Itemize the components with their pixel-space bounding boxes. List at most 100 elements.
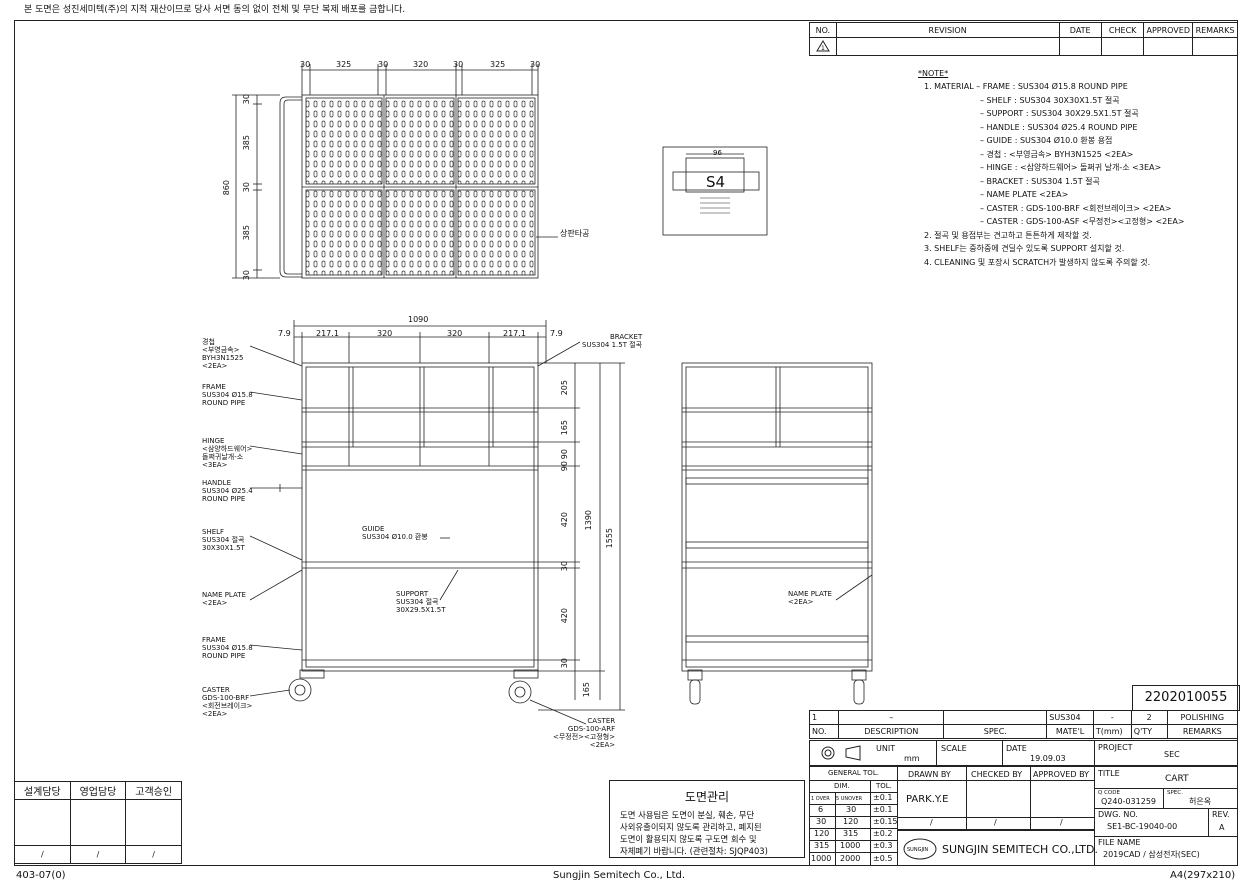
nameplate-label: S4: [706, 173, 726, 191]
spec-value: 허은옥: [1189, 797, 1212, 806]
notes-title: *NOTE*: [918, 69, 949, 78]
note-line: 2. 절곡 및 용접부는 견고하고 튼튼하게 제작할 것.: [924, 230, 1092, 240]
dwg-value: SE1-BC-19040-00: [1107, 822, 1178, 831]
front-dim-right: 30: [560, 561, 569, 572]
note-line: – SHELF : SUS304 30X30X1.5T 절곡: [980, 95, 1120, 105]
revision-table: NO. REVISION DATE CHECK APPROVED REMARKS…: [809, 22, 1238, 56]
note-line: 3. SHELF는 중하중에 견딜수 있도록 SUPPORT 설치할 것.: [924, 244, 1125, 253]
company-logo-icon: SUNGJIN: [903, 838, 937, 860]
top-dim: 325: [490, 60, 506, 69]
front-dim-right: 165: [560, 420, 569, 436]
part-cell: –: [838, 710, 945, 725]
copyright-notice: 본 도면은 성진세미텍(주)의 지적 재산이므로 당사 서면 동의 없이 전체 …: [24, 5, 406, 15]
tol-value: 1000: [840, 841, 861, 850]
front-dim-right: 90: [560, 449, 569, 460]
part-header: MATE'L: [1046, 724, 1094, 739]
note-line: – CASTER : GDS-100-BRF <회전브레이크> <2EA>: [980, 203, 1172, 213]
callout-side-nameplate: NAME PLATE<2EA>: [788, 590, 832, 606]
nameplate-box: [662, 146, 768, 236]
approval-table: 설계담당 영업담당 고객승인 / / /: [14, 781, 182, 864]
tol-value: 30: [816, 817, 827, 826]
front-dim-right: 30: [560, 658, 569, 669]
front-dim-right: 205: [560, 380, 569, 396]
scale-label: SCALE: [941, 744, 967, 753]
front-dim-total: 1555: [605, 528, 614, 549]
tol-value: ±0.3: [873, 841, 893, 850]
tolerance-table: GENERAL TOL. DIM. TOL. 1 OVER 5 UNOVER ±…: [809, 766, 898, 866]
part-header: NO.: [808, 724, 840, 739]
tol-value: ±0.1: [873, 805, 893, 814]
note-line: – CASTER : GDS-100-ASF <무정전><고정형> <2EA>: [980, 217, 1185, 226]
note-line: – SUPPORT : SUS304 30X29.5X1.5T 절곡: [980, 109, 1139, 118]
company-block: SUNGJIN SUNGJIN SEMITECH CO.,LTD.: [897, 830, 1098, 866]
company-name: SUNGJIN SEMITECH CO.,LTD.: [942, 843, 1098, 856]
tol-value: ±0.1: [873, 793, 893, 802]
svg-text:SUNGJIN: SUNGJIN: [907, 847, 928, 853]
drawing-number: 2202010055: [1132, 685, 1240, 711]
tol-header: DIM.: [834, 782, 850, 790]
parts-table: 1 – SUS304 - 2 POLISHING NO. DESCRIPTION…: [808, 710, 1239, 739]
approval-design: 설계담당: [14, 781, 71, 800]
qcode-value: Q240-031259: [1101, 797, 1156, 806]
title-info-block: TITLE CART Q CODE Q240-031259 SPEC. 허은옥 …: [1094, 766, 1238, 866]
top-dim-left: 30: [242, 94, 251, 105]
unit-value: mm: [904, 754, 920, 763]
part-cell: 2: [1130, 710, 1168, 725]
tol-value: 2000: [840, 854, 861, 863]
footer-company: Sungjin Semitech Co., Ltd.: [553, 870, 686, 881]
project-label: PROJECT: [1098, 743, 1133, 752]
nameplate-dim: 96: [713, 149, 722, 157]
part-cell: 1: [808, 710, 840, 725]
top-dim: 320: [413, 60, 429, 69]
callout-nameplate: NAME PLATE<2EA>: [202, 591, 246, 607]
part-cell: -: [1092, 710, 1132, 725]
top-view-label: 상판타공: [560, 229, 590, 238]
spec-label: SPEC.: [1167, 790, 1183, 796]
projection-symbol-icon: [821, 745, 861, 761]
dwg-label: DWG. NO.: [1098, 810, 1138, 819]
date-label: DATE: [1006, 744, 1027, 753]
notes-block: *NOTE* 1. MATERIAL – FRAME : SUS304 Ø15.…: [918, 70, 1185, 267]
tol-sub: 5 UNOVER: [836, 796, 863, 802]
approval-slash: /: [125, 845, 182, 864]
tol-value: 315: [843, 829, 859, 838]
part-header: Q'TY: [1130, 724, 1168, 739]
tol-value: 315: [814, 841, 830, 850]
tol-value: 1000: [811, 854, 832, 863]
note-line: 4. CLEANING 및 포장시 SCRATCH가 발생하지 않도록 주의할 …: [924, 257, 1151, 267]
front-overall-dim: 1090: [408, 315, 429, 324]
part-cell: [943, 710, 1048, 725]
tol-value: ±0.2: [873, 829, 893, 838]
rev-label: REV.: [1212, 810, 1230, 819]
drawn-by-value: PARK.Y.E: [906, 794, 949, 805]
note-line: 1. MATERIAL – FRAME : SUS304 Ø15.8 ROUND…: [924, 82, 1128, 91]
front-dim: 7.9: [550, 329, 563, 338]
front-dim: 320: [377, 329, 393, 338]
approval-slash: /: [69, 845, 127, 864]
part-header: DESCRIPTION: [838, 724, 945, 739]
svg-text:1: 1: [821, 45, 825, 52]
front-dim: 217.1: [503, 329, 526, 338]
note-line: – NAME PLATE <2EA>: [980, 190, 1069, 199]
revision-triangle-icon: 1: [809, 37, 837, 56]
drawn-by-label: DRAWN BY: [908, 770, 951, 779]
part-cell: SUS304: [1046, 710, 1094, 725]
callout-hinge-bracket: 경첩<부영금속>BYH3N1525<2EA>: [202, 338, 244, 370]
note-line: – HINGE : <삼양하드웨어> 돌쩌귀 날개-소 <3EA>: [980, 163, 1162, 172]
tol-sub: 1 OVER: [811, 796, 830, 802]
top-dim: 30: [300, 60, 311, 69]
approval-sales: 영업담당: [69, 781, 127, 800]
front-dim-right: 165: [582, 682, 591, 698]
unit-label: UNIT: [876, 744, 896, 753]
general-tol-label: GENERAL TOL.: [828, 769, 879, 777]
tol-value: 6: [818, 805, 824, 814]
top-dim: 30: [378, 60, 389, 69]
note-line: – GUIDE : SUS304 Ø10.0 환봉 용접: [980, 136, 1113, 145]
project-value: SEC: [1164, 750, 1180, 759]
